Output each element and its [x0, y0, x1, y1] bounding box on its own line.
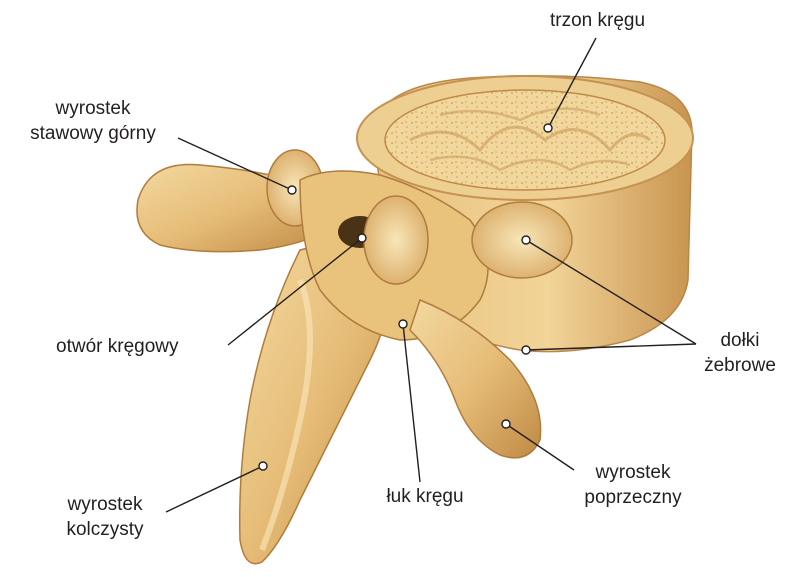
- label-wyrostek-kolczysty: wyrostek kolczysty: [50, 492, 160, 542]
- label-trzon-kregu: trzon kręgu: [530, 8, 665, 33]
- superior-articular-facet: [364, 196, 428, 284]
- trabecular-end-plate: [385, 90, 665, 190]
- label-dolki-zebrowe: dołki żebrowe: [690, 328, 790, 378]
- label-wyrostek-stawowy-gorny: wyrostek stawowy górny: [8, 96, 178, 146]
- label-wyrostek-poprzeczny: wyrostek poprzeczny: [570, 460, 696, 510]
- label-otwor-kregowy: otwór kręgowy: [56, 334, 179, 359]
- label-luk-kregu: łuk kręgu: [370, 484, 480, 509]
